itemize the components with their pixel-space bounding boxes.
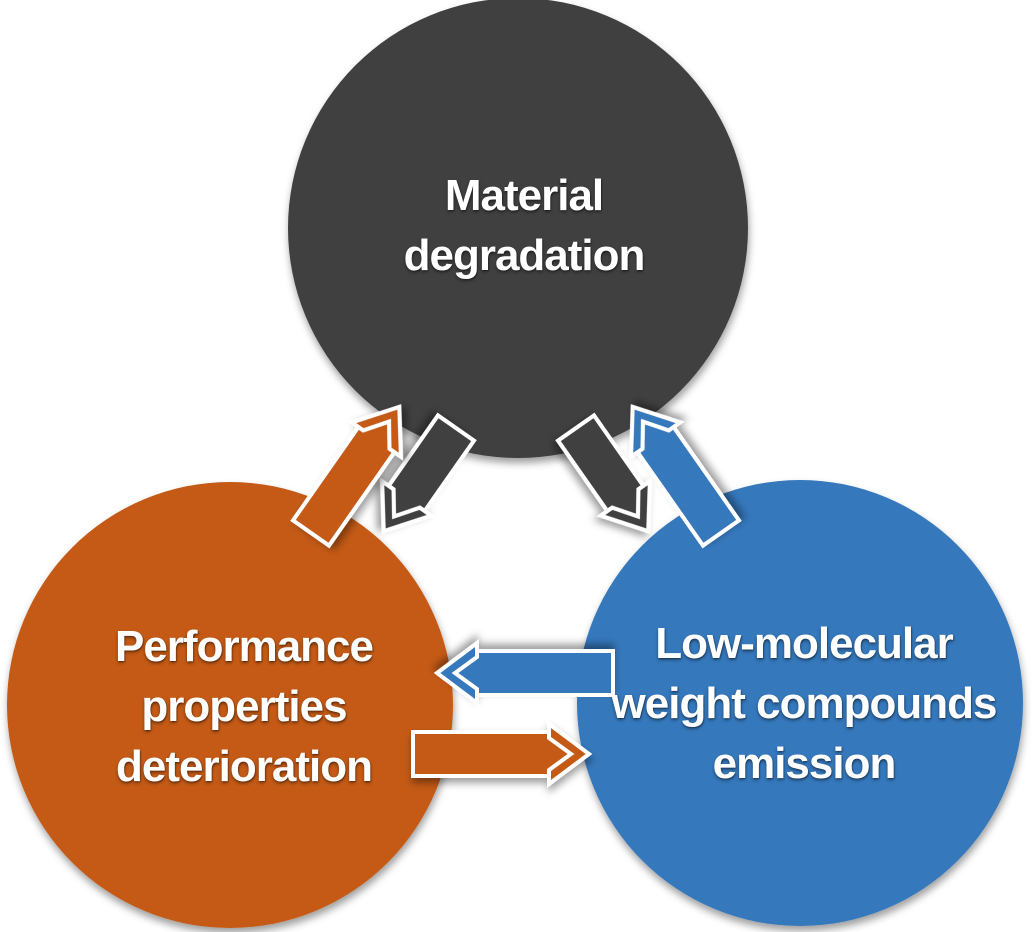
arrowhead-chevron xyxy=(347,404,404,461)
arrowhead-chevron xyxy=(547,720,593,788)
arrow-performance-to-emission xyxy=(411,720,593,788)
arrowhead-chevron xyxy=(433,639,479,707)
label-line: weight compounds xyxy=(611,679,998,728)
label-line: Performance xyxy=(114,622,374,671)
label-line: properties xyxy=(141,682,347,731)
node-label-material-degradation: Material degradation xyxy=(403,166,646,286)
arrowhead-chevron xyxy=(379,477,436,534)
arrow-performance-to-material xyxy=(290,404,404,549)
label-line: deterioration xyxy=(116,742,373,791)
arrow-emission-to-material xyxy=(628,404,742,549)
arrow-emission-to-performance xyxy=(433,639,615,707)
node-circle-low-molecular-weight-compounds-emission xyxy=(577,480,1023,926)
node-circle-performance-properties-deterioration xyxy=(7,482,453,928)
label-line: Low-molecular xyxy=(655,619,953,668)
arrowhead-chevron xyxy=(596,477,653,534)
arrowhead-chevron xyxy=(628,404,685,461)
node-label-performance-properties-deterioration: Performance properties deterioration xyxy=(114,617,374,797)
label-line: Material xyxy=(444,171,604,220)
node-label-low-molecular-weight-compounds-emission: Low-molecular weight compounds emission xyxy=(611,614,998,794)
arrow-material-to-performance xyxy=(379,412,477,534)
node-circle-material-degradation xyxy=(288,0,748,458)
arrow-material-to-emission xyxy=(555,412,653,534)
label-line: emission xyxy=(712,739,897,788)
label-line: degradation xyxy=(403,231,646,280)
